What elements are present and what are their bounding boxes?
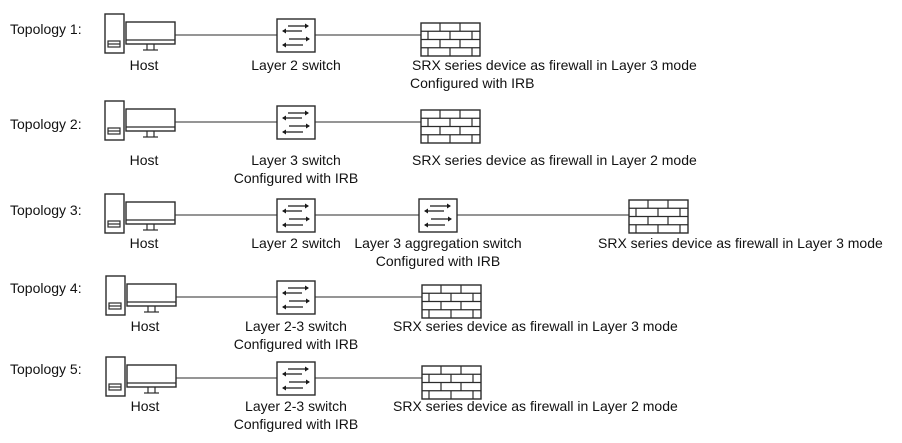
firewall-icon [628, 199, 689, 234]
topology-2: Topology 2: Host Layer 3 switchConfigured … [10, 100, 697, 186]
device-caption: Layer 2-3 switch [245, 318, 347, 334]
network-switch-icon [276, 198, 316, 233]
switch-body [276, 105, 316, 140]
device-caption: Layer 2-3 switch [245, 398, 347, 414]
network-switch-icon [276, 105, 316, 140]
host-device: Host [105, 275, 177, 334]
device-caption: Layer 3 aggregation switch [354, 235, 521, 251]
device-caption: Layer 3 switch [251, 152, 340, 168]
firewall-device: SRX series device as firewall in Layer 3… [393, 284, 678, 334]
device-caption-detail: Configured with IRB [376, 253, 501, 269]
device-caption: SRX series device as firewall in Layer 3… [598, 235, 883, 251]
topology-label: Topology 5: [10, 361, 82, 377]
topology-5: Topology 5: Host Layer 2-3 switchConfigure… [10, 356, 678, 432]
host-tower [104, 100, 125, 141]
firewall-icon [421, 284, 482, 319]
host-device: Host [105, 356, 177, 414]
firewall-device: SRX series device as firewall in Layer 3… [410, 22, 697, 91]
network-switch-icon [276, 280, 316, 315]
host-monitor [125, 108, 176, 132]
device-caption-detail: Configured with IRB [410, 75, 535, 91]
host-computer-icon [105, 275, 177, 316]
device-caption-detail: Configured with IRB [234, 170, 359, 186]
host-monitor [126, 283, 177, 307]
network-switch-icon [418, 198, 458, 233]
firewall-icon [421, 365, 482, 400]
host-monitor [125, 201, 176, 225]
topology-1: Topology 1: Host Layer 2 switch SRX series … [10, 13, 697, 91]
device-caption: Host [131, 318, 160, 334]
network-switch-icon [276, 361, 316, 396]
firewall-device: SRX series device as firewall in Layer 3… [598, 199, 883, 251]
host-computer-icon [104, 100, 176, 141]
topology-label: Topology 3: [10, 202, 82, 218]
host-tower [104, 193, 125, 234]
device-caption: Host [130, 235, 159, 251]
firewall-icon [420, 22, 481, 57]
switch-body [418, 198, 458, 233]
device-caption: SRX series device as firewall in Layer 3… [393, 318, 678, 334]
topology-3: Topology 3: Host Layer 2 switch Layer 3 agg… [10, 193, 883, 269]
device-caption: Layer 2 switch [251, 57, 340, 73]
switch-device: Layer 2 switch [251, 198, 341, 251]
topology-label: Topology 1: [10, 21, 82, 37]
device-caption: SRX series device as firewall in Layer 3… [412, 57, 697, 73]
host-computer-icon [104, 193, 176, 234]
switch-device: Layer 2 switch [251, 18, 341, 73]
device-caption: Host [131, 398, 160, 414]
host-monitor [125, 21, 176, 45]
firewall-device: SRX series device as firewall in Layer 2… [412, 109, 697, 168]
topology-label: Topology 4: [10, 280, 82, 296]
device-caption-detail: Configured with IRB [234, 336, 359, 352]
host-device: Host [104, 193, 176, 251]
host-computer-icon [104, 13, 176, 54]
device-caption: SRX series device as firewall in Layer 2… [412, 152, 697, 168]
firewall-device: SRX series device as firewall in Layer 2… [393, 365, 678, 414]
host-tower [104, 13, 125, 54]
host-computer-icon [105, 356, 177, 397]
host-tower [105, 275, 126, 316]
switch-body [276, 361, 316, 396]
host-device: Host [104, 100, 176, 168]
firewall-icon [420, 109, 481, 144]
host-tower [105, 356, 126, 397]
switch-body [276, 198, 316, 233]
switch-body [276, 280, 316, 315]
network-switch-icon [276, 18, 316, 53]
host-device: Host [104, 13, 176, 73]
device-caption-detail: Configured with IRB [234, 416, 359, 432]
topology-4: Topology 4: Host Layer 2-3 switchConfigure… [10, 275, 678, 352]
device-caption: SRX series device as firewall in Layer 2… [393, 398, 678, 414]
device-caption: Host [130, 152, 159, 168]
device-caption: Layer 2 switch [251, 235, 340, 251]
switch-body [276, 18, 316, 53]
topology-label: Topology 2: [10, 116, 82, 132]
device-caption: Host [130, 57, 159, 73]
host-monitor [126, 364, 177, 388]
